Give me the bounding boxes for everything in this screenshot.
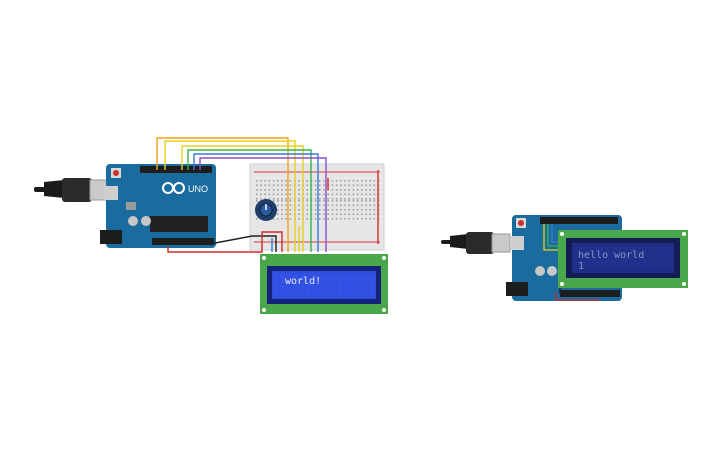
lcd-display-left[interactable]: world! <box>260 254 388 314</box>
wires-left <box>156 137 379 253</box>
usb-cable-icon[interactable] <box>34 178 109 202</box>
lcd-left-line1: world! <box>285 276 321 287</box>
right-circuit[interactable]: hello world 1 <box>441 215 688 301</box>
arduino-uno-board-left[interactable]: UNO <box>100 164 216 248</box>
board-label-uno: UNO <box>188 184 208 194</box>
usb-cable-icon[interactable] <box>441 232 511 254</box>
lcd-right-line2: 1 <box>578 261 584 272</box>
potentiometer-icon[interactable] <box>255 199 277 221</box>
power-jack-icon <box>100 230 122 244</box>
power-jack-icon <box>506 282 528 296</box>
left-circuit[interactable]: UNO <box>34 137 388 314</box>
lcd-right-line1: hello world <box>578 250 644 261</box>
lcd-display-right[interactable]: hello world 1 <box>558 230 688 288</box>
